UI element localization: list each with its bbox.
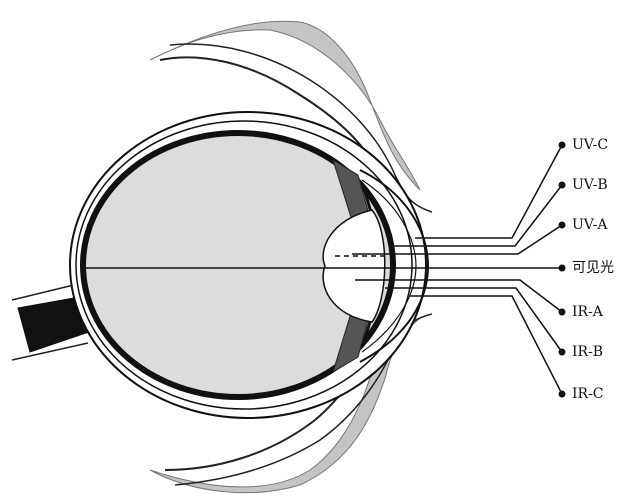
ray-uv-c xyxy=(415,145,562,238)
label-uv-c: UV-C xyxy=(572,137,608,153)
dot-uv-c xyxy=(559,142,566,149)
dot-uv-a xyxy=(559,222,566,229)
endpoint-dots xyxy=(559,142,566,398)
dot-ir-c xyxy=(559,391,566,398)
dot-uv-b xyxy=(559,182,566,189)
dot-visible xyxy=(559,265,566,272)
label-ir-b: IR-B xyxy=(572,344,603,360)
dot-ir-a xyxy=(559,309,566,316)
label-visible-light: 可见光 xyxy=(572,260,614,276)
dot-ir-b xyxy=(559,349,566,356)
label-ir-c: IR-C xyxy=(572,386,604,402)
label-ir-a: IR-A xyxy=(572,304,603,320)
label-uv-b: UV-B xyxy=(572,177,608,193)
ray-ir-c xyxy=(410,296,562,394)
label-uv-a: UV-A xyxy=(572,217,607,233)
